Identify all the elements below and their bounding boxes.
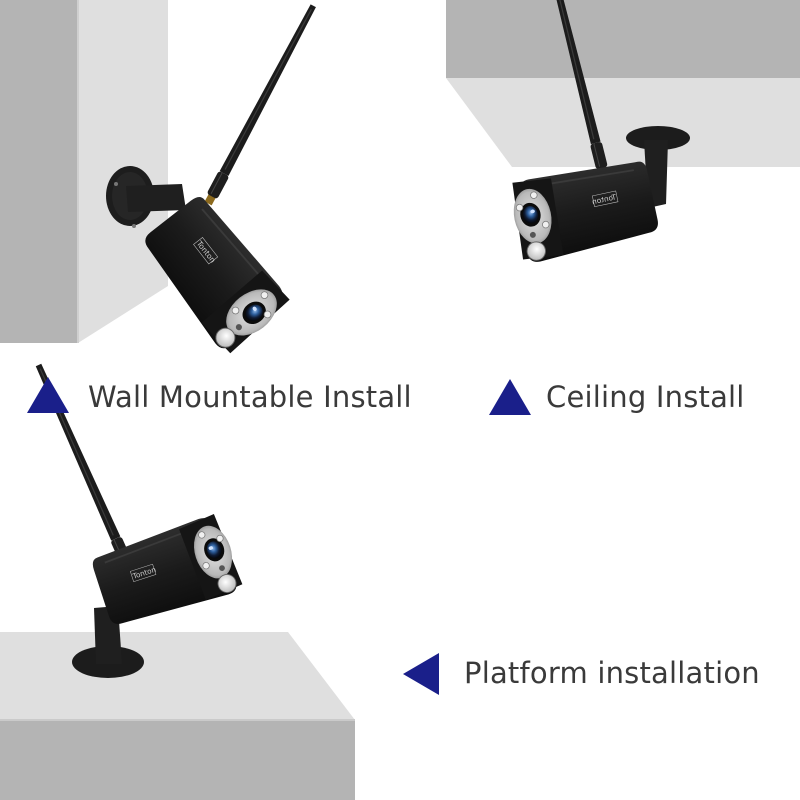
ceiling-install-triangle-marker-icon	[489, 379, 531, 415]
platform-camera	[32, 361, 245, 678]
ceiling-camera	[506, 0, 690, 266]
platform-install-triangle-marker-icon	[403, 653, 439, 695]
wall-install-triangle-marker-icon	[27, 377, 69, 413]
ceiling-surface	[446, 0, 800, 167]
wall-install-label: Wall Mountable Install	[88, 380, 412, 414]
ceiling-install-label: Ceiling Install	[546, 380, 745, 414]
platform-install-label: Platform installation	[464, 656, 760, 690]
platform-surface	[0, 632, 355, 800]
wall-camera	[106, 2, 320, 358]
